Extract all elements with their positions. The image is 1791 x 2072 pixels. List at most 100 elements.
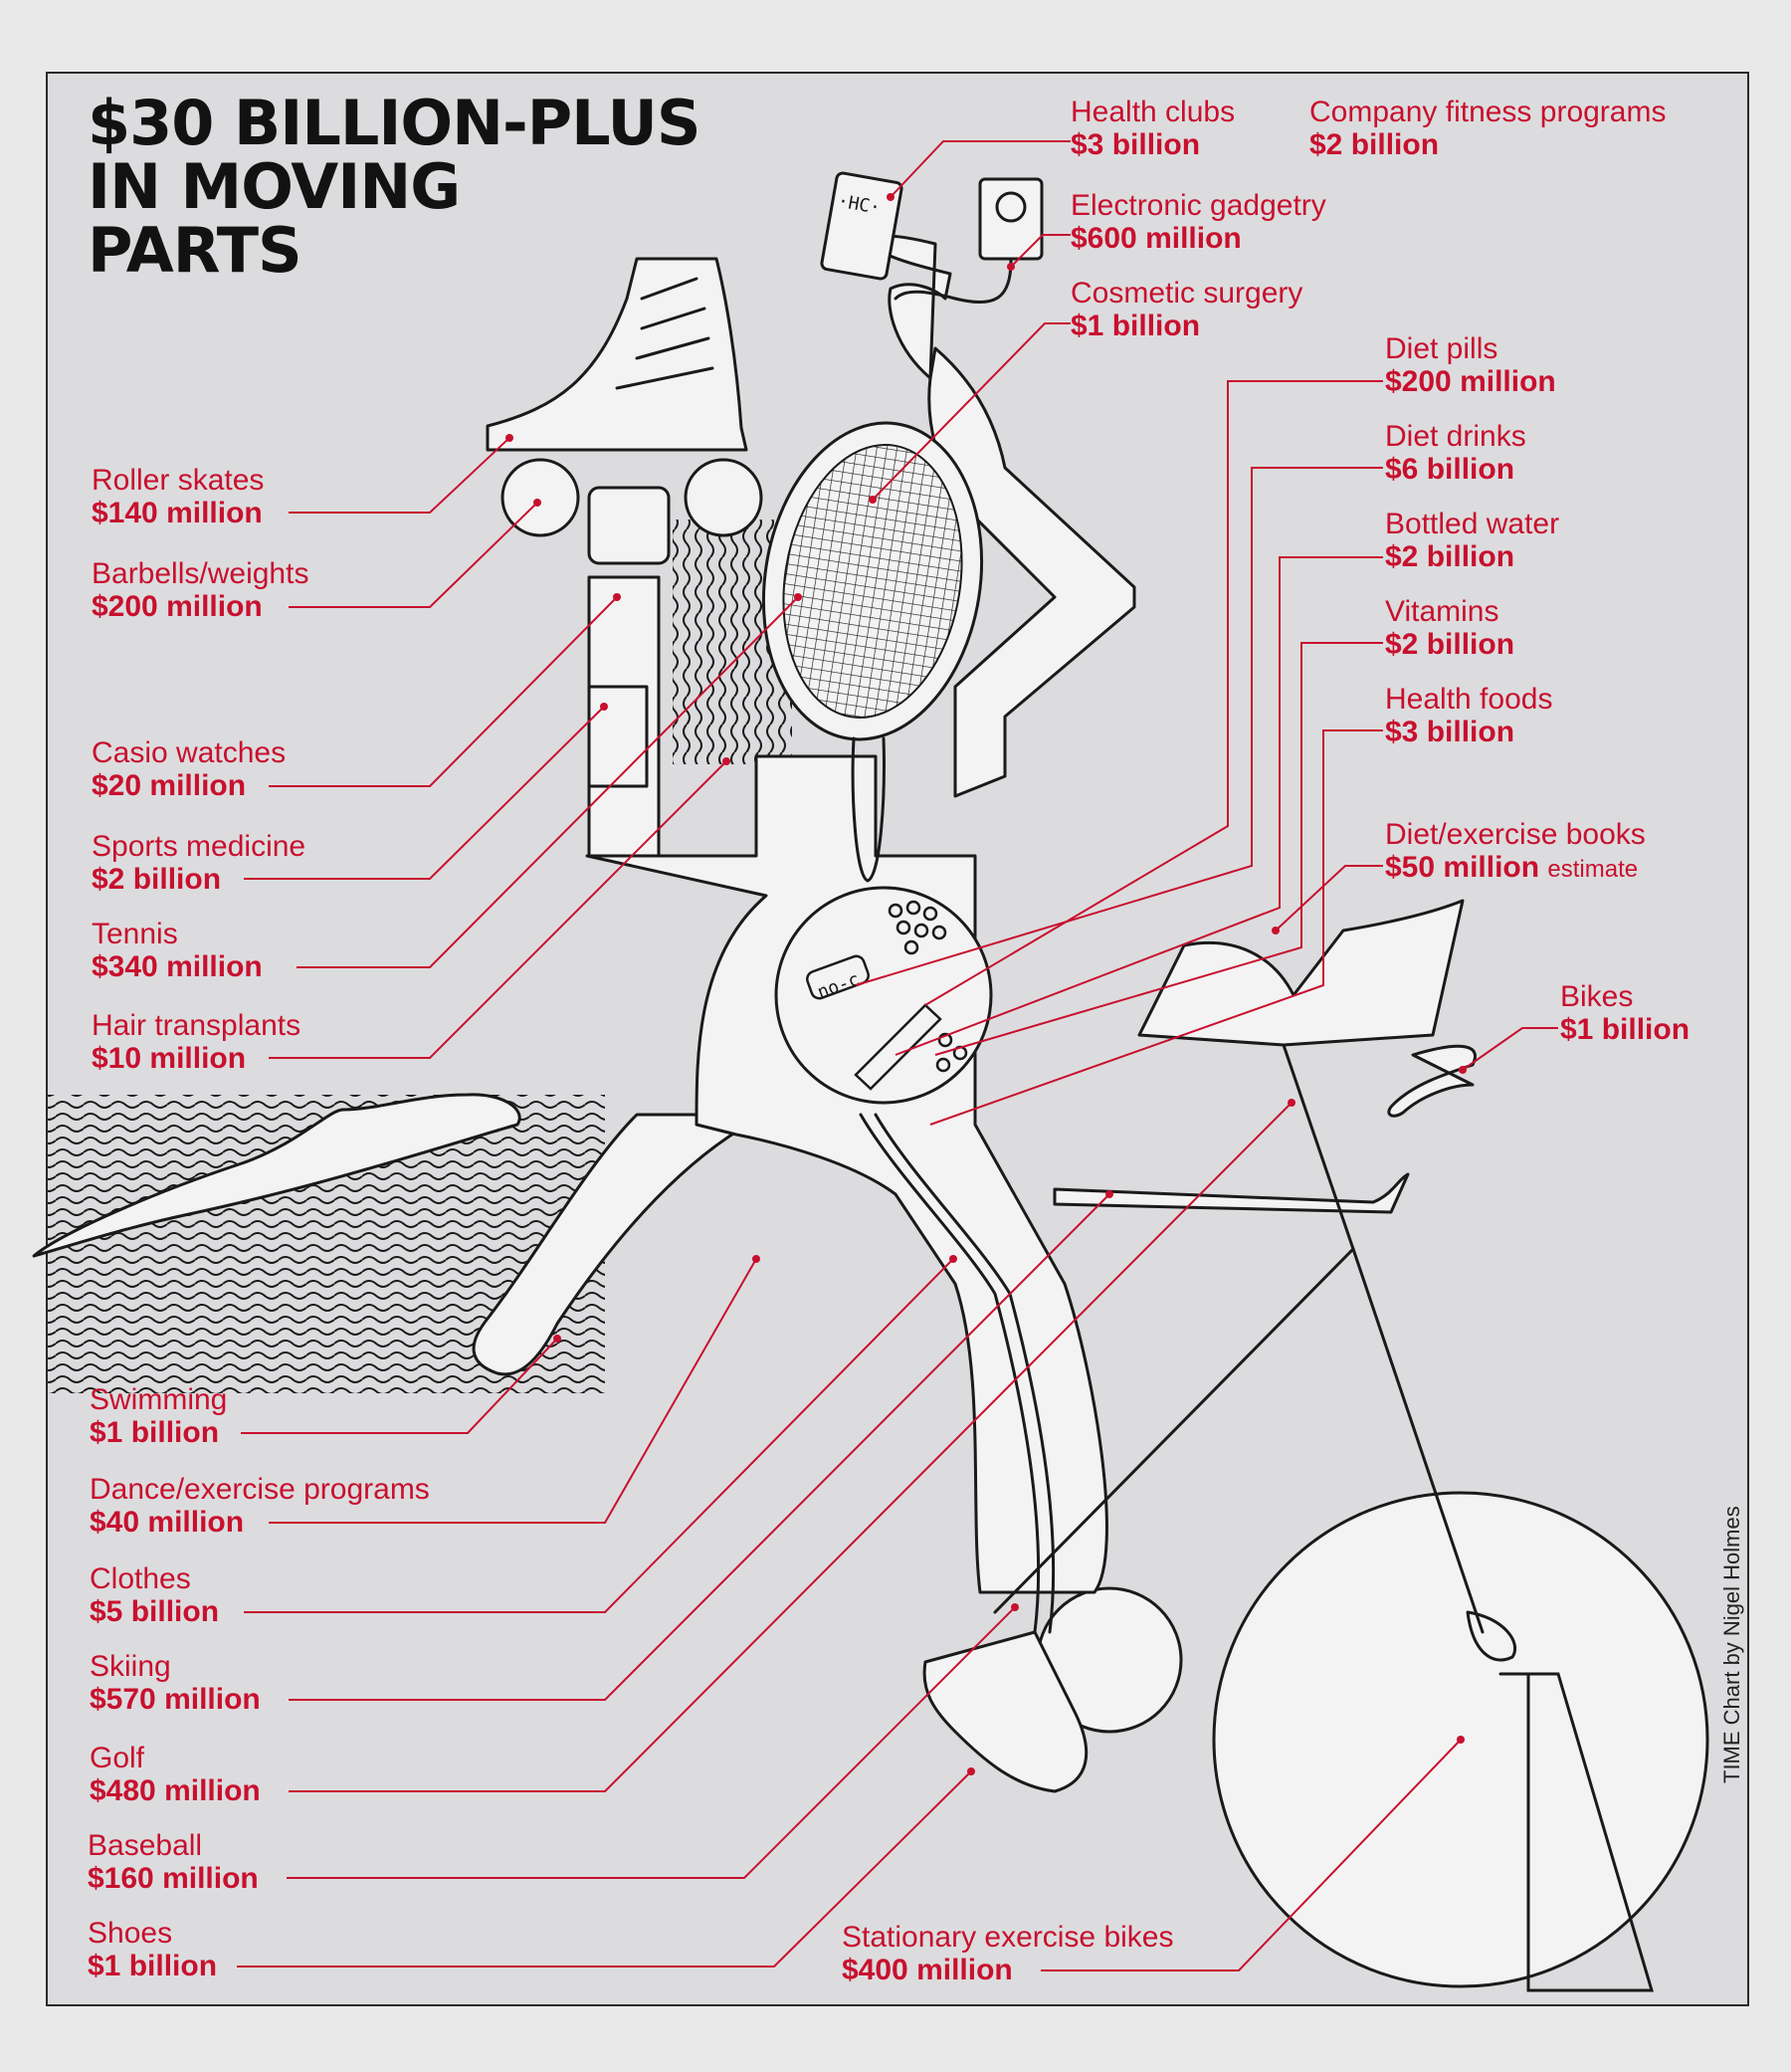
label-name: Diet/exercise books [1385,818,1646,851]
label-clothes: Clothes $5 billion [90,1562,219,1628]
label-name: Health foods [1385,683,1553,716]
label-name: Hair transplants [92,1009,301,1042]
racket-strings [782,444,963,719]
label-swimming: Swimming $1 billion [90,1383,227,1449]
title-line-2: IN MOVING [88,150,461,223]
label-amount: $2 billion [1385,628,1515,661]
skate-wheel-left [500,458,580,537]
label-name: Clothes [90,1562,191,1595]
leader-barbells [289,502,538,608]
bike-tube [993,1247,1355,1614]
label-name: Cosmetic surgery [1071,277,1303,310]
skate-wheel-right [684,458,763,537]
stomach-bubble [774,886,993,1105]
label-bottled-water: Bottled water $2 billion [1385,508,1559,573]
label-diet-exercise-books: Diet/exercise books $50 million estimate [1385,818,1646,886]
back-leg [472,1113,768,1376]
leader-hair-transplants [269,760,727,1059]
pill [888,903,903,919]
label-health-clubs: Health clubs $3 billion [1071,96,1235,161]
label-amount: $140 million [92,497,263,529]
torso [585,754,1108,1594]
chart-credit: TIME Chart by Nigel Holmes [1719,1506,1744,1783]
leader-dot [600,703,608,711]
left-forearm [587,685,649,788]
leader-dance-exercise [269,1258,757,1524]
label-stationary-exercise-bikes: Stationary exercise bikes $400 million [842,1921,1174,1986]
leader-diet-pills [924,380,1383,1006]
label-amount: $340 million [92,950,263,983]
pill [913,923,929,938]
fist [587,486,671,565]
leader-dot [949,1255,957,1263]
leader-health-foods [929,729,1383,1126]
label-baseball: Baseball $160 million [88,1829,259,1895]
label-name: Sports medicine [92,830,306,863]
leader-bottled-water [895,556,1383,1056]
bottled-water [854,1003,942,1091]
leader-dot [1007,263,1015,271]
label-company-fitness: Company fitness programs $2 billion [1309,96,1666,161]
leader-dot [1272,927,1280,934]
chart-title: $30 BILLION-PLUS IN MOVING PARTS [88,92,700,283]
label-shoes: Shoes $1 billion [88,1917,217,1982]
label-roller-skates: Roller skates $140 million [92,464,264,529]
label-amount: $1 billion [88,1950,218,1982]
leader-casio-watches [269,596,618,787]
leader-bikes [1462,1027,1558,1071]
vitamin [935,1057,951,1073]
label-amount: $2 billion [92,863,222,896]
label-diet-drinks: Diet drinks $6 billion [1385,420,1526,486]
health-club-card [820,171,903,281]
label-amount: $3 billion [1385,716,1515,748]
label-amount: $6 billion [1385,453,1515,486]
label-golf: Golf $480 million [90,1742,261,1807]
pill [896,920,911,935]
running-shoe [922,1630,1089,1793]
label-cosmetic-surgery: Cosmetic surgery $1 billion [1071,277,1302,342]
label-amount: $400 million [842,1954,1013,1986]
leader-golf [289,1102,1293,1792]
label-amount: $2 billion [1309,128,1440,161]
label-name: Vitamins [1385,595,1499,628]
label-amount: $160 million [88,1862,259,1895]
pill [903,939,919,955]
leader-dot [533,499,541,507]
leader-clothes [244,1258,954,1613]
leader-tennis [297,596,799,968]
label-name: Shoes [88,1917,173,1950]
label-amount: $5 billion [90,1595,220,1628]
label-name: Health clubs [1071,96,1236,128]
label-name: Bottled water [1385,508,1560,540]
label-amount: $50 million [1385,851,1540,884]
label-barbells-weights: Barbells/weights $200 million [92,557,308,623]
leader-dot [794,593,802,601]
bike-handlebar [1387,1044,1477,1118]
label-amount: $1 billion [1071,310,1201,342]
label-amount: $40 million [90,1506,245,1539]
label-amount: $20 million [92,769,247,802]
label-casio-watches: Casio watches $20 million [92,736,286,802]
ski [1053,1172,1410,1214]
label-hair-transplants: Hair transplants $10 million [92,1009,300,1075]
leader-dot [752,1255,760,1263]
leader-skiing [289,1193,1110,1701]
label-amount: $2 billion [1385,540,1515,573]
label-amount: $480 million [90,1774,261,1807]
label-name: Dance/exercise programs [90,1473,430,1506]
leader-dot [967,1767,975,1775]
leader-health-clubs [890,140,1071,198]
label-skiing: Skiing $570 million [90,1650,261,1716]
label-tennis: Tennis $340 million [92,918,263,983]
pill [905,900,921,916]
skate-laces [615,277,714,390]
label-amount: $600 million [1071,222,1242,255]
leader-dot [505,434,513,442]
leader-cosmetic-surgery [872,322,1071,501]
leader-roller-skates [289,437,510,514]
leader-dot [553,1335,561,1343]
label-amount: $1 billion [90,1416,220,1449]
leader-diet-drinks [855,467,1383,986]
label-name: Company fitness programs [1309,96,1667,128]
